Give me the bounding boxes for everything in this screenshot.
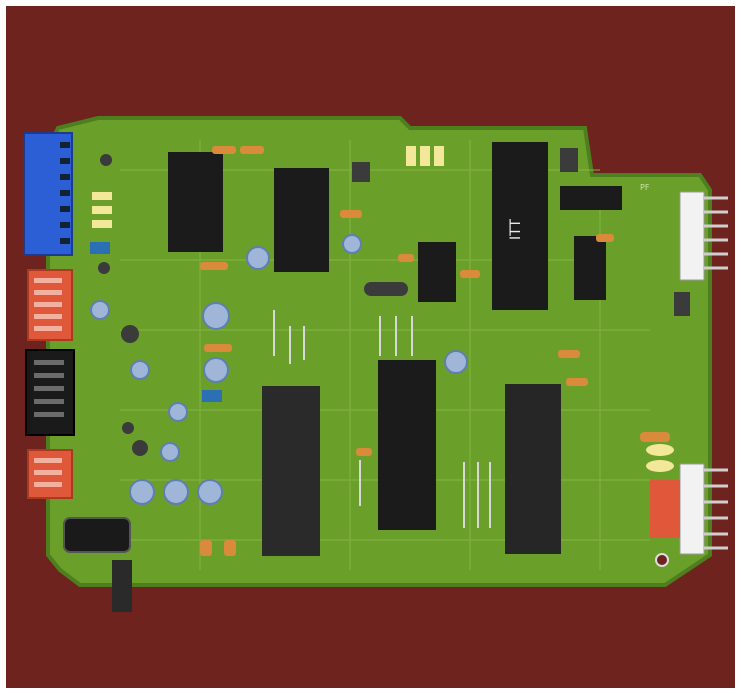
blue-capacitors: [90, 234, 468, 505]
white-connector-bottom-pins: [704, 468, 728, 550]
ic-chip-2: [274, 168, 329, 272]
ic-chip-itt: [492, 142, 548, 310]
white-connector-top-pins: [704, 196, 728, 270]
potentiometer-shaft: [112, 560, 132, 612]
component-leads: [273, 310, 491, 528]
ic-chips: [168, 142, 622, 556]
header-pins-black: [560, 186, 622, 210]
white-connector-bottom: [679, 463, 705, 555]
white-connector-top: [679, 191, 705, 281]
red-connector-top-pins: [34, 278, 62, 331]
ic-chip-small-2: [574, 236, 606, 300]
blue-component-2: [202, 390, 222, 402]
ic-chip-large-2: [378, 360, 436, 530]
ic-chip-small-1: [418, 242, 456, 302]
red-connector-bottom-pins: [34, 458, 62, 487]
small-components: [98, 148, 690, 456]
resistors: [200, 146, 670, 556]
blue-component-1: [90, 242, 110, 254]
itt-chip-label: ITT: [508, 219, 524, 240]
yellow-capacitors: [92, 146, 674, 472]
black-connector-pins: [34, 360, 64, 417]
db9-connector: [63, 517, 131, 553]
ic-chip-1: [168, 152, 223, 252]
blue-connector-pins: [60, 142, 70, 244]
ic-chip-large-1: [262, 386, 320, 556]
board-corner-text: PF: [640, 183, 650, 192]
red-small-connector: [650, 480, 680, 538]
ic-chip-large-3: [505, 384, 561, 554]
mounting-hole: [655, 553, 669, 567]
